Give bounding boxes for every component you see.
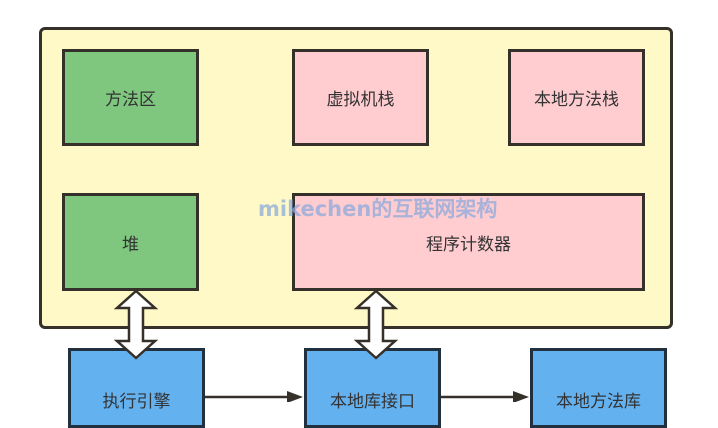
arrow-right-icon: [205, 391, 303, 402]
heap-label: 堆: [122, 234, 139, 255]
double-arrow-icon: [113, 289, 159, 360]
program-counter-label: 程序计数器: [426, 234, 511, 255]
method-area-box: 方法区: [62, 49, 199, 146]
method-area-label: 方法区: [105, 90, 156, 110]
connectors-layer: [113, 289, 529, 402]
program-counter-box: 程序计数器: [292, 193, 645, 291]
vm-stack-box: 虚拟机栈: [292, 49, 429, 146]
arrow-right-icon: [441, 391, 529, 402]
native-method-stack-box: 本地方法栈: [508, 49, 645, 146]
watermark: mikechen的互联网架构: [258, 197, 498, 221]
heap-box: 堆: [62, 193, 199, 291]
native-method-stack-label: 本地方法栈: [534, 90, 619, 110]
vm-stack-label: 虚拟机栈: [326, 90, 395, 110]
double-arrow-icon: [353, 289, 399, 360]
